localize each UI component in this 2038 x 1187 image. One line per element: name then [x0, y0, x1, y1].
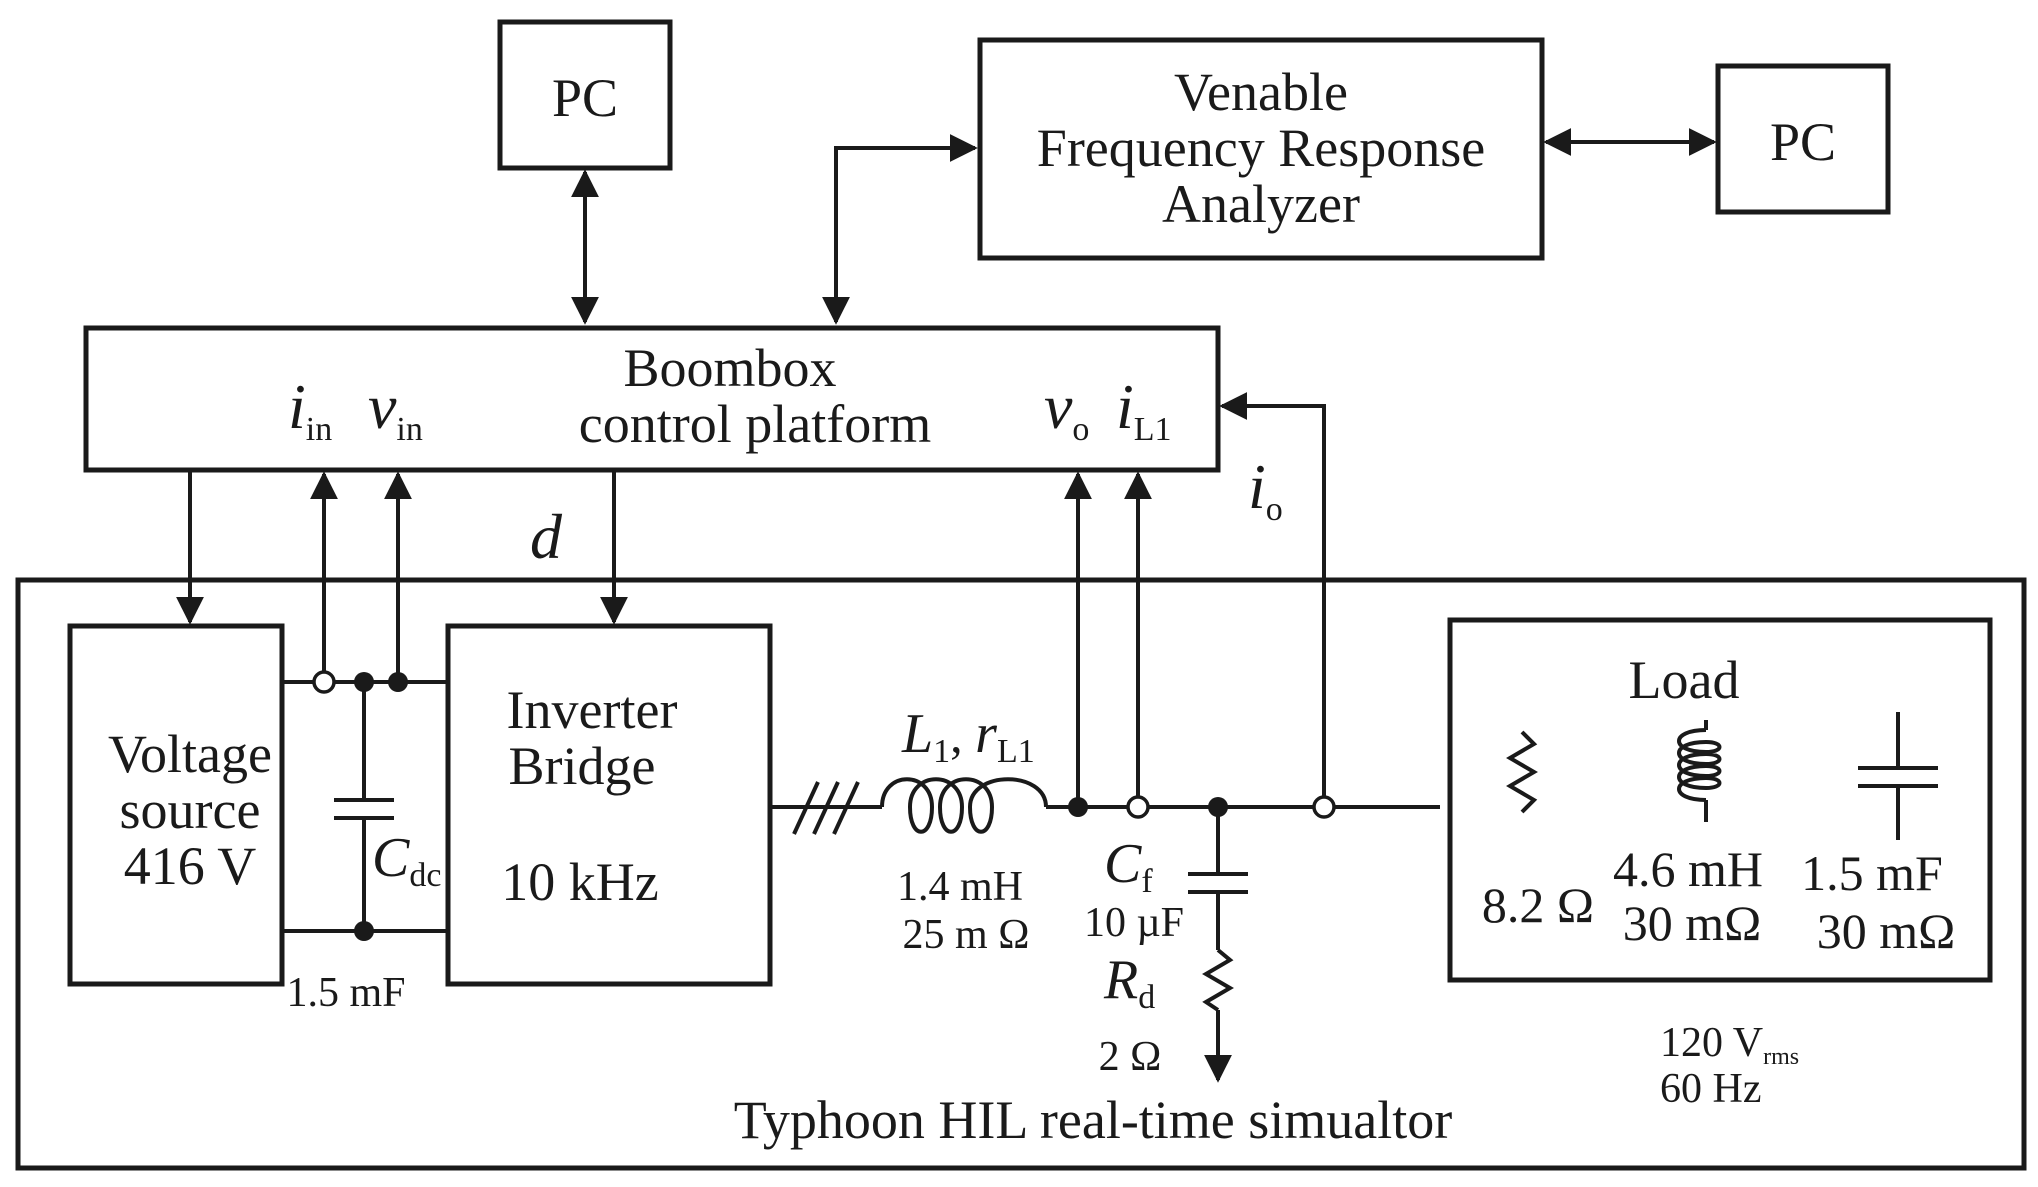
cf-value: 10 µF — [1084, 900, 1184, 946]
voltage-source-line3: 416 V — [124, 836, 257, 896]
load-l-value-line1: 4.6 mH — [1613, 841, 1763, 897]
voltage-source-line1: Voltage — [108, 724, 272, 784]
l1-value-line2: 25 m Ω — [903, 912, 1030, 958]
load-capacitor-icon — [1858, 712, 1938, 840]
signal-d-label: d — [530, 501, 563, 572]
boombox-label-line1: Boombox — [623, 338, 836, 398]
l1-inductor-symbol — [880, 777, 1048, 834]
rd-label: Rd — [1103, 949, 1155, 1016]
v-in-node-dot — [388, 672, 408, 692]
i-in-sensor-ring — [312, 670, 336, 694]
venable-label-line2: Frequency Response — [1037, 118, 1485, 178]
i-o-sensor-ring — [1312, 795, 1336, 819]
load-r-value: 8.2 Ω — [1482, 877, 1594, 933]
signal-i-L1-label: iL1 — [1116, 371, 1172, 448]
dc-bottom-node-dot — [354, 921, 374, 941]
load-resistor-icon — [1506, 730, 1538, 814]
pc-right-box: PC — [1715, 63, 1891, 215]
cf-capacitor-symbol — [1188, 872, 1248, 894]
three-phase-slash-marks — [792, 781, 860, 835]
cf-label: Cf — [1104, 833, 1153, 900]
inverter-bridge-box: Inverter Bridge 10 kHz — [445, 623, 773, 987]
cdc-capacitor-symbol — [334, 798, 394, 820]
load-box: Load — [1447, 617, 1993, 983]
pc-left-label: PC — [552, 68, 618, 128]
venable-label-line1: Venable — [1174, 62, 1348, 122]
pc-right-label: PC — [1770, 112, 1836, 172]
boombox-control-platform-box: Boombox control platform iin vin vo iL1 — [83, 325, 1221, 473]
output-frequency-label: 60 Hz — [1660, 1066, 1761, 1112]
boombox-label-line2: control platform — [579, 394, 931, 454]
inverter-label-line1: Inverter — [507, 680, 678, 740]
cdc-label: Cdc — [372, 827, 441, 894]
output-voltage-label: 120 Vrms — [1660, 1020, 1799, 1070]
load-c-value-line2: 30 mΩ — [1817, 903, 1956, 959]
venable-label-line3: Analyzer — [1162, 174, 1360, 234]
venable-analyzer-box: Venable Frequency Response Analyzer — [977, 37, 1545, 261]
pc-left-box: PC — [497, 19, 673, 171]
venable-boombox-link-arrow — [822, 134, 978, 325]
rd-resistor-symbol — [1202, 948, 1234, 1012]
voltage-source-box: Voltage source 416 V — [67, 623, 285, 987]
voltage-source-line2: source — [120, 780, 261, 840]
load-title: Load — [1629, 650, 1740, 710]
typhoon-hil-simulator-box: Typhoon HIL real-time simualtor — [15, 577, 2027, 1171]
simulator-label: Typhoon HIL real-time simualtor — [734, 1090, 1453, 1150]
load-inductor-icon — [1677, 720, 1722, 822]
v-o-node-dot — [1068, 797, 1088, 817]
cdc-value: 1.5 mF — [286, 970, 405, 1016]
rd-value: 2 Ω — [1099, 1034, 1162, 1080]
load-l-value-line2: 30 mΩ — [1623, 895, 1762, 951]
l1-rl1-label: L1, rL1 — [901, 703, 1035, 770]
dc-node-dot — [354, 672, 374, 692]
inverter-label-line2: Bridge — [509, 736, 656, 796]
i-L1-sensor-ring — [1126, 795, 1150, 819]
signal-i-o-label: io — [1248, 451, 1283, 528]
i-o-measurement-arrow — [1219, 392, 1326, 807]
signal-v-o-label: vo — [1044, 371, 1089, 448]
inverter-label-line3: 10 kHz — [501, 852, 658, 912]
load-c-value-line1: 1.5 mF — [1801, 845, 1943, 901]
l1-value-line1: 1.4 mH — [897, 864, 1023, 910]
signal-v-in-label: vin — [368, 371, 423, 448]
signal-i-in-label: iin — [288, 371, 332, 448]
